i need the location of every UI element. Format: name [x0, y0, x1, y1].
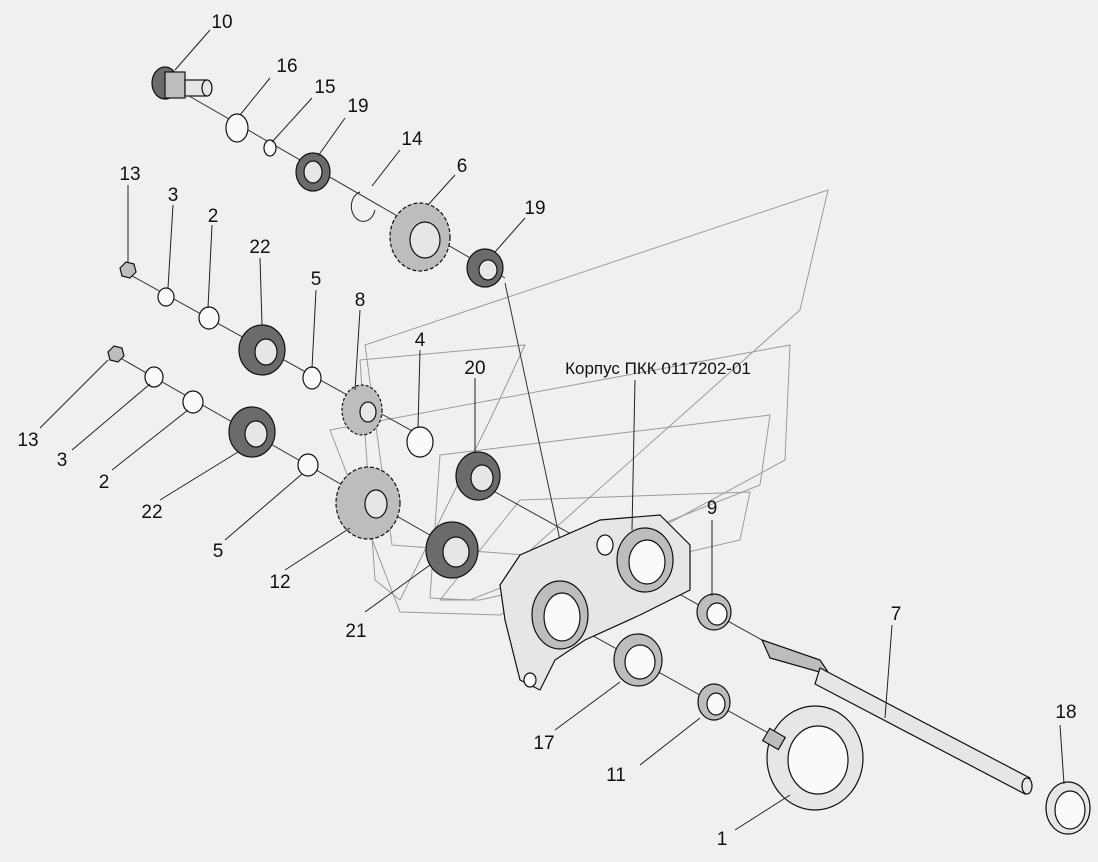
callout-6: 6	[457, 156, 468, 177]
housing-body	[499, 514, 691, 691]
callout-20: 20	[464, 358, 485, 379]
callout-5-upper: 5	[311, 269, 322, 290]
part-22-bearing-upper	[238, 324, 286, 376]
callout-19-upper: 19	[347, 96, 368, 117]
part-3-washer-lower	[144, 366, 164, 388]
callout-13-lower: 13	[17, 430, 38, 451]
callout-3-lower: 3	[57, 450, 68, 471]
part-2-washer-upper	[198, 306, 220, 330]
axis-lower	[114, 354, 471, 559]
part-5-ring-upper	[302, 366, 322, 390]
callout-22-lower: 22	[141, 502, 162, 523]
callout-3-upper: 3	[168, 185, 179, 206]
ghost-frame-2	[359, 344, 526, 601]
part-8-gear	[341, 384, 383, 436]
part-17-seal	[613, 633, 663, 687]
part-19-bearing-upper	[295, 152, 331, 192]
callout-9: 9	[707, 498, 718, 519]
part-1-cover	[761, 705, 864, 811]
callout-16: 16	[276, 56, 297, 77]
callout-14: 14	[401, 129, 423, 150]
callout-18: 18	[1055, 702, 1076, 723]
part-6-gear	[389, 202, 451, 272]
part-11-bushing	[697, 683, 731, 721]
part-19-bearing-lower	[466, 248, 504, 288]
callout-10: 10	[211, 12, 232, 33]
callout-2-lower: 2	[99, 472, 110, 493]
part-22-bearing-lower	[228, 406, 276, 458]
axis-top	[169, 84, 506, 279]
part-2-washer-lower	[182, 390, 204, 414]
callout-8: 8	[355, 290, 366, 311]
callout-21: 21	[345, 621, 366, 642]
callout-13-upper: 13	[119, 164, 140, 185]
housing-callout-label: Корпус ПКК 0117202-01	[565, 359, 751, 378]
part-15-ring	[263, 139, 277, 157]
part-20-bearing	[455, 451, 501, 501]
callout-7: 7	[891, 604, 902, 625]
callout-labels: 10 16 15 19 14 6 19 13 3 2 22 5 8 4 20 1…	[17, 12, 1076, 850]
part-4-ring	[406, 426, 434, 458]
part-3-washer-upper	[157, 287, 175, 307]
axis-link	[504, 282, 561, 541]
callout-4: 4	[415, 330, 426, 351]
callout-15: 15	[314, 77, 335, 98]
part-21-bearing	[425, 521, 479, 579]
part-7-splined-shaft	[760, 638, 1033, 795]
part-9-bushing	[696, 593, 732, 631]
part-18-seal-ring	[1045, 781, 1091, 835]
part-12-gear	[335, 466, 401, 540]
assembly-axes	[114, 84, 791, 746]
callout-1: 1	[717, 829, 728, 850]
callout-17: 17	[533, 733, 554, 754]
part-10-shaft-stub	[151, 66, 213, 100]
leader-lines	[39, 29, 1065, 831]
part-14-snap-ring	[350, 191, 376, 222]
part-5-ring-lower	[297, 453, 319, 477]
callout-22-upper: 22	[249, 237, 270, 258]
part-13-nut-lower	[107, 345, 125, 363]
callout-19-lower: 19	[524, 198, 545, 219]
callout-5-lower: 5	[213, 541, 224, 562]
part-16-ring	[225, 113, 249, 143]
part-13-nut-upper	[119, 261, 137, 279]
callout-11: 11	[606, 765, 626, 786]
callout-2-upper: 2	[208, 206, 219, 227]
callout-12: 12	[269, 572, 290, 593]
